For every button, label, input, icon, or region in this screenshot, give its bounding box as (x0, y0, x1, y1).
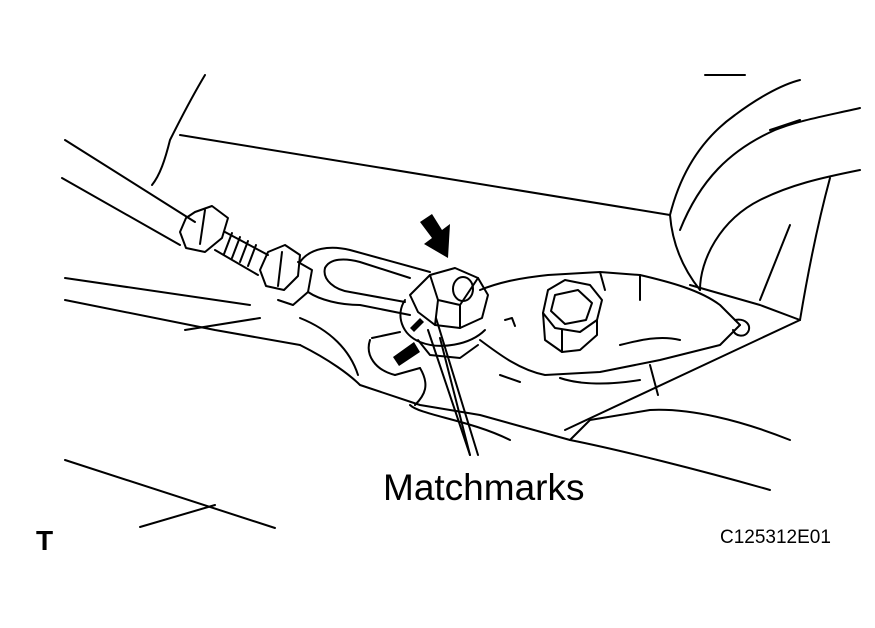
matchmark-stripe (410, 318, 424, 332)
corner-letter-label: T (36, 525, 54, 556)
body-panel-lines (151, 74, 861, 321)
matchmarks-callout-label: Matchmarks (383, 467, 585, 508)
bracket-bolt (542, 279, 603, 353)
adjusting-nut (367, 267, 489, 406)
figure-code-label: C125312E01 (720, 527, 831, 548)
shift-lever-bracket (479, 271, 751, 396)
shift-cable (61, 139, 431, 376)
arrow-icon (420, 214, 450, 258)
matchmark-indicators (393, 214, 450, 366)
matchmark-stripe (393, 342, 420, 366)
callout-leader-lines (427, 317, 479, 456)
floor-panel-lines (64, 277, 801, 529)
